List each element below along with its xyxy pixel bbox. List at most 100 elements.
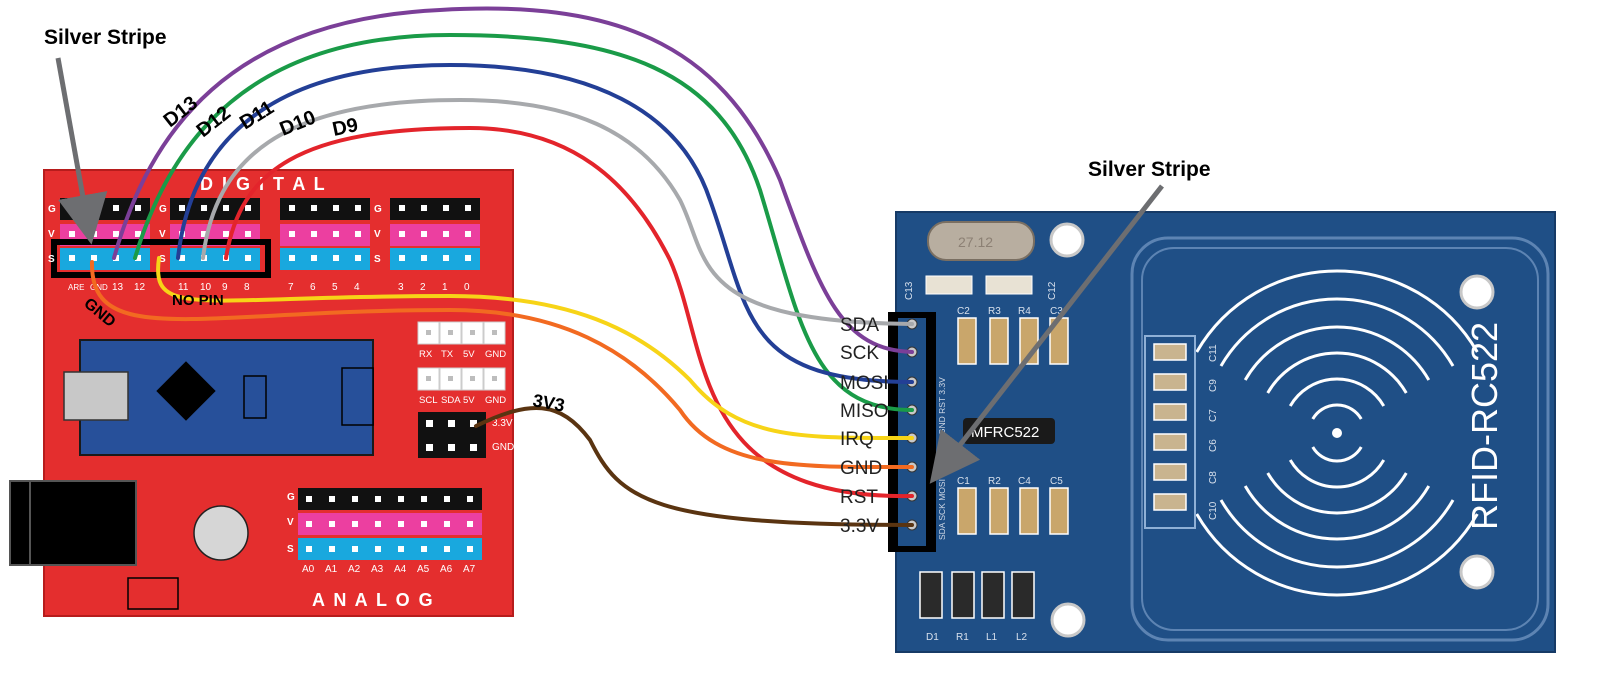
- smd-part: [981, 571, 1005, 619]
- header-pin: [311, 205, 317, 211]
- digital-pin-label: ARE: [68, 283, 84, 292]
- digital-pin-label: GND: [90, 283, 108, 292]
- analog-pin: [421, 521, 427, 527]
- smd-part: [957, 487, 977, 535]
- power-pins: [426, 420, 477, 451]
- silk-label: C8: [1208, 471, 1219, 484]
- header-pin: [201, 205, 207, 211]
- row-label-s-2: S: [159, 254, 166, 265]
- dc-jack: [9, 480, 137, 566]
- header-strip: [280, 224, 370, 246]
- analog-pin-label: A4: [394, 564, 407, 575]
- rfid-pin-label: SCK: [840, 343, 879, 364]
- silk-label: D1: [926, 632, 939, 643]
- board-label: RFID-RC522: [1464, 322, 1505, 530]
- wave-arc: [1288, 459, 1386, 489]
- header-pin: [91, 205, 97, 211]
- digital-pin-label: 9: [222, 282, 228, 293]
- wire-label-no-pin: NO PIN: [172, 292, 224, 309]
- digital-pin-label: 12: [134, 282, 146, 293]
- rfid-pin-label: RST: [840, 487, 878, 508]
- analog-pin: [329, 521, 335, 527]
- socket-pin: [448, 330, 453, 335]
- header-pin: [355, 255, 361, 261]
- header-pin: [223, 205, 229, 211]
- smd-components: [919, 275, 1069, 619]
- smd-capacitor: [1153, 343, 1187, 361]
- header-socket-label: GND: [485, 349, 506, 360]
- smd-part: [985, 275, 1033, 295]
- power-pin: [470, 444, 477, 451]
- smd-part: [1019, 487, 1039, 535]
- header-pin: [465, 255, 471, 261]
- rfid-pin-label: GND: [840, 458, 882, 479]
- analog-strip: [298, 538, 482, 560]
- wire-label-3v3: 3V3: [531, 390, 566, 415]
- crystal-label: 27.12: [958, 234, 993, 250]
- digital-pin-label: 1: [442, 282, 448, 293]
- analog-pin: [398, 521, 404, 527]
- silk-label: C6: [1208, 439, 1219, 452]
- wire-no-pin: [156, 256, 914, 441]
- mcu-chip: [156, 361, 216, 421]
- mcu-board: [79, 339, 374, 456]
- analog-pin: [306, 496, 312, 502]
- digital-pin-label: 13: [112, 282, 124, 293]
- analog-pin: [352, 496, 358, 502]
- smd-part: [989, 317, 1009, 365]
- socket-pin: [470, 376, 475, 381]
- analog-pin: [375, 496, 381, 502]
- smd-capacitor: [1153, 403, 1187, 421]
- socket-pin: [448, 376, 453, 381]
- smd-part: [1049, 487, 1069, 535]
- analog-pin: [467, 546, 473, 552]
- digital-pin-label: 7: [288, 282, 294, 293]
- digital-pin-label: 10: [200, 282, 212, 293]
- wire-gnd: [89, 260, 914, 470]
- digital-pin-label: 3: [398, 282, 404, 293]
- header-pin: [69, 255, 75, 261]
- smd-part: [925, 275, 973, 295]
- header-socket-label: SDA: [441, 395, 461, 406]
- header-pin: [289, 231, 295, 237]
- header-pin: [91, 231, 97, 237]
- header-pin: [399, 231, 405, 237]
- header-strip: [390, 248, 480, 270]
- callout-left-arrow: [55, 57, 108, 245]
- header-strip: [280, 198, 370, 220]
- header-pin: [421, 255, 427, 261]
- wire-d10: [201, 97, 914, 326]
- row-label-s: S: [48, 254, 55, 265]
- signal-row-highlight: [51, 239, 271, 278]
- row-label-g: G: [48, 204, 56, 215]
- header-pin: [135, 255, 141, 261]
- header-pin: [179, 255, 185, 261]
- nfc-waves-icon: [1195, 269, 1479, 597]
- analog-strip: [298, 513, 482, 535]
- header-socket-label: GND: [485, 395, 506, 406]
- smd-part: [1011, 571, 1035, 619]
- pin-silk: SDA SCK MOSI MISO IRQ GND RST 3.3V: [937, 377, 947, 540]
- header-pin: [333, 255, 339, 261]
- digital-pin-label: 0: [464, 282, 470, 293]
- silk-label: C9: [1208, 379, 1219, 392]
- silk-label: C5: [1050, 476, 1063, 487]
- header-pin: [113, 205, 119, 211]
- analog-pin: [467, 521, 473, 527]
- power-pin: [426, 444, 433, 451]
- header-socket-label: RX: [419, 349, 433, 360]
- mcu-component: [243, 375, 267, 419]
- digital-pin-label: 4: [354, 282, 360, 293]
- power-header: [418, 412, 486, 458]
- analog-row-v: V: [287, 517, 294, 528]
- callout-right-arrow: [929, 184, 1164, 484]
- capacitor: [193, 505, 249, 561]
- wave-arc: [1266, 351, 1408, 394]
- wire-3v3: [474, 406, 914, 527]
- wave-arc: [1219, 297, 1455, 367]
- header-pin: [179, 205, 185, 211]
- rfid-pin-label: IRQ: [840, 429, 874, 450]
- power-pin: [426, 420, 433, 427]
